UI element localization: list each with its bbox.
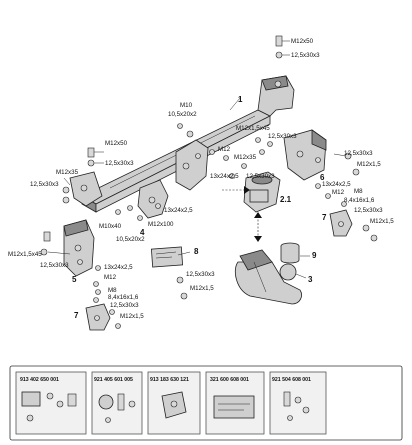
kit-card-5[interactable]: 921 504 608 001 — [269, 371, 327, 435]
label-right-m12x1-5-b: M12x1,5 — [370, 218, 394, 225]
label-washer-mid: 12,5x30x3 — [246, 173, 275, 180]
leader-lines — [47, 40, 347, 279]
label-left-8-4x16: 8,4x16x1,6 — [108, 294, 139, 301]
label-right-8-4x16: 8,4x16x1,6 — [344, 197, 375, 204]
label-13x24-mid: 13x24x2,5 — [210, 173, 239, 180]
label-m12x35-left: M12x35 — [56, 169, 79, 176]
label-left-m12: M12 — [104, 274, 117, 281]
assembly-arrows — [222, 186, 262, 242]
label-washer-left-b: 12,5x30x3 — [30, 181, 59, 188]
label-left-washer-c: 12,5x30x3 — [40, 262, 69, 269]
label-m10: M10 — [180, 102, 193, 109]
label-left-m12x1-5-c: M12x1,5 — [120, 313, 144, 320]
label-right-m12x1-5: M12x1,5 — [357, 161, 381, 168]
label-right-washer-b: 12,5x30x3 — [354, 207, 383, 214]
callout-8: 8 — [194, 247, 199, 256]
label-left-washer-d: 12,5x30x3 — [186, 271, 215, 278]
right-mount-bracket-part-6 — [283, 129, 327, 181]
label-m12x1-5x45-right: M12x1,5x45 — [236, 125, 270, 132]
label-washer-10-5: 10,5x20x2 — [168, 111, 197, 118]
fasteners — [40, 35, 378, 329]
label-top-washer: 12,5x30x3 — [291, 52, 320, 59]
spacer-bracket-part-7-left — [85, 303, 111, 331]
detachable-ball-part-3 — [234, 249, 302, 305]
label-left-13x24: 13x24x2,5 — [104, 264, 133, 271]
accessory-kit-strip: 913 402 650 001 921 405 601 005 913 183 … — [9, 365, 403, 441]
label-m12x35-mid: M12x35 — [234, 154, 257, 161]
label-m12x100: M12x100 — [148, 221, 174, 228]
callout-7-left: 7 — [74, 311, 79, 320]
kit-card-4[interactable]: 321 600 608 001 — [205, 371, 265, 435]
label-13x24-c: 13x24x2,5 — [164, 207, 193, 214]
kit-code-1: 913 402 650 001 — [20, 377, 59, 383]
socket-holder-part-2-1 — [243, 171, 281, 213]
kit-code-4: 321 600 608 001 — [210, 377, 249, 383]
label-washer-right: 12,5x30x3 — [268, 133, 297, 140]
kit-card-2[interactable]: 921 405 601 005 — [91, 371, 143, 435]
label-top-m12x50: M12x50 — [291, 38, 314, 45]
label-m12-mid: M12 — [218, 146, 231, 153]
label-washer-10-5-b: 10,5x20x2 — [116, 236, 145, 243]
kit-card-3[interactable]: 913 183 630 121 — [147, 371, 201, 435]
callout-6: 6 — [320, 173, 325, 182]
callout-2-1: 2.1 — [280, 195, 292, 204]
callout-3: 3 — [308, 275, 313, 284]
label-left-m12x1-5x45: M12x1,5x45 — [8, 251, 42, 258]
label-left-washer-e: 12,5x30x3 — [110, 302, 139, 309]
ball-cap-part-9 — [280, 242, 300, 264]
left-mount-bracket-part-5 — [63, 219, 95, 277]
callout-4: 4 — [140, 228, 145, 237]
spacer-bracket-part-7-right — [329, 209, 353, 237]
part-callouts: 1 2.1 3 4 5 6 7 7 8 9 — [72, 95, 327, 320]
label-plate-part-8 — [150, 246, 184, 268]
label-right-m8: M8 — [354, 188, 363, 195]
kit-code-3: 913 183 630 121 — [150, 377, 189, 383]
kit-code-5: 921 504 608 001 — [272, 377, 311, 383]
label-left-m12x50: M12x50 — [105, 140, 128, 147]
label-right-m12: M12 — [332, 189, 345, 196]
callout-5: 5 — [72, 275, 77, 284]
label-right-13x24: 13x24x2,5 — [322, 181, 351, 188]
callout-1: 1 — [238, 95, 243, 104]
left-beam-bracket — [69, 171, 103, 207]
center-beam-bracket — [137, 139, 209, 219]
callout-9: 9 — [312, 251, 317, 260]
dimension-labels: M12x50 12,5x30x3 M10 10,5x20x2 M12x50 12… — [8, 38, 394, 320]
kit-code-2: 921 405 601 005 — [94, 377, 133, 383]
kit-card-1[interactable]: 913 402 650 001 — [15, 371, 87, 435]
label-left-washer: 12,5x30x3 — [105, 160, 134, 167]
callout-7-right: 7 — [322, 213, 327, 222]
label-m10x40: M10x40 — [99, 223, 122, 230]
label-left-m12x1-5: M12x1,5 — [190, 285, 214, 292]
label-right-washer: 12,5x30x3 — [344, 150, 373, 157]
label-left-m8: M8 — [108, 287, 117, 294]
